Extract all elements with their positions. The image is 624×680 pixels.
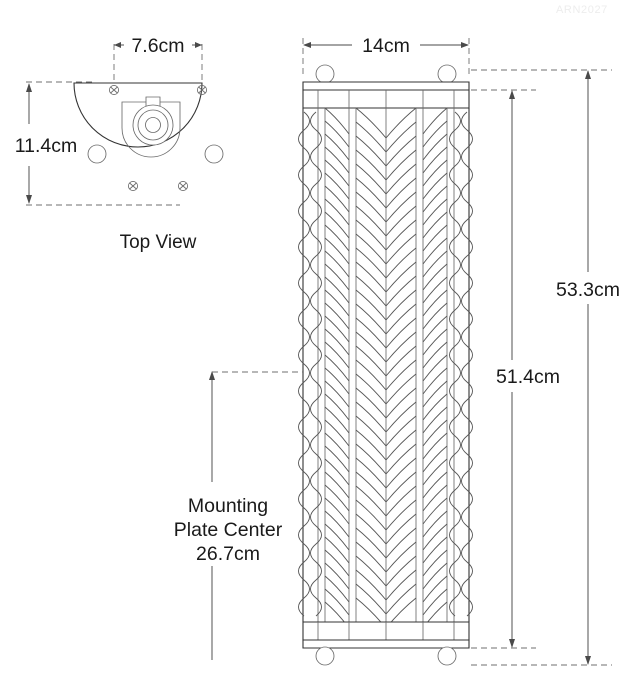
arrowhead-plate-width-left — [114, 42, 121, 48]
hub-outer-circle — [132, 104, 174, 146]
rope-column-narrow-left — [298, 111, 322, 617]
arrowhead-plate-width-right — [195, 42, 202, 48]
dimension-label-plate-width: 7.6cm — [131, 35, 184, 57]
hub-bore-circle — [145, 117, 161, 133]
center-bracket-outline — [121, 101, 181, 158]
rope-column-center-right — [385, 107, 417, 629]
screw-hole-bottom-left — [127, 180, 139, 192]
screw-slot-bottom-left — [129, 182, 137, 190]
callout-line-2: Plate Center — [174, 519, 283, 541]
rope-column-center-left — [355, 107, 387, 629]
arrowhead-body-width-right — [461, 42, 469, 48]
front-view-group: 14cm — [298, 35, 620, 666]
top-view-group: 7.6cm 11.4cm Top View — [15, 35, 224, 253]
rope-column-wide-left — [324, 107, 350, 629]
rope-column-separators — [317, 108, 455, 622]
watermark-label: ARN2027 — [556, 4, 608, 16]
screw-hole-bottom-right — [177, 180, 189, 192]
rope-column-narrow-right — [449, 111, 473, 617]
screw-hole-top-left — [108, 84, 120, 96]
arrowhead-overall-height-bottom — [585, 656, 591, 665]
callout-arrowhead — [209, 371, 215, 380]
dimension-label-plate-depth: 11.4cm — [15, 135, 78, 157]
bottom-rail — [302, 639, 470, 649]
body-side-rails — [302, 108, 470, 622]
screw-hole-top-right — [196, 84, 208, 96]
rope-column-wide-right — [422, 107, 448, 629]
arrowhead-body-width-left — [303, 42, 311, 48]
dimension-label-body-height: 51.4cm — [496, 366, 560, 388]
hub-mid-circle — [137, 109, 169, 141]
arrowhead-body-height-top — [509, 90, 515, 99]
arrowhead-plate-depth-bottom — [26, 195, 32, 204]
arrowhead-overall-height-top — [585, 70, 591, 79]
dimension-label-body-width: 14cm — [362, 35, 410, 57]
top-view-label: Top View — [120, 232, 197, 253]
screw-hole-group — [108, 84, 208, 192]
screw-slot-top-right — [198, 86, 206, 94]
mounting-plate-callout-group: Mounting Plate Center 26.7cm — [174, 371, 303, 660]
callout-line-3: 26.7cm — [196, 543, 260, 565]
side-hole-right — [204, 144, 224, 164]
screw-slot-bottom-right — [179, 182, 187, 190]
arrowhead-body-height-bottom — [509, 639, 515, 648]
rope-column-group — [298, 107, 473, 629]
bottom-cap-dividers — [317, 622, 455, 640]
screw-slot-top-left — [110, 86, 118, 94]
top-rail — [302, 81, 470, 91]
top-cap-dividers — [317, 90, 455, 108]
top-roller-left — [315, 64, 335, 84]
dimension-label-overall-height: 53.3cm — [556, 279, 620, 301]
bottom-foot-right — [437, 646, 457, 666]
side-hole-left — [87, 144, 107, 164]
top-roller-right — [437, 64, 457, 84]
bottom-foot-left — [315, 646, 335, 666]
arrowhead-plate-depth-top — [26, 83, 32, 92]
callout-line-1: Mounting — [188, 495, 268, 517]
